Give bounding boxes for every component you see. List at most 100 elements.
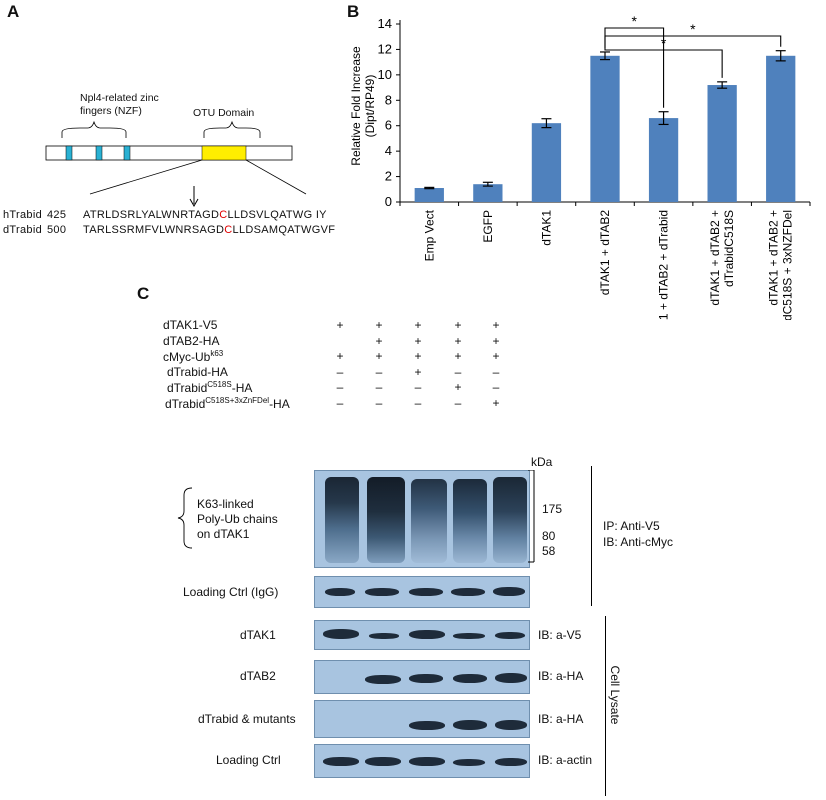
treatment-sign: + <box>492 318 500 332</box>
treatment-sign: + <box>454 380 462 394</box>
treatment-sign: – <box>414 396 422 410</box>
significance-star: * <box>661 35 667 51</box>
y-tick-label: 4 <box>385 143 392 158</box>
igg-blot <box>314 576 530 608</box>
x-label-line: dTAK1 + dTAB2 + <box>767 210 781 306</box>
treatment-sign: – <box>336 396 344 410</box>
treatment-row: dTAK1-V5+++++ <box>163 318 543 334</box>
treatment-row: dTrabidC518S-HA–––+– <box>163 380 543 396</box>
band <box>495 673 527 683</box>
zoom-line-left <box>89 159 203 195</box>
protein-bar <box>45 145 293 161</box>
smear-lane-3 <box>411 479 447 563</box>
treatment-sign: – <box>375 365 383 379</box>
significance-bracket <box>604 47 723 78</box>
band <box>323 757 359 766</box>
dtab2-blot <box>314 660 530 694</box>
treatment-label: dTrabid-HA <box>167 365 228 379</box>
band <box>365 757 401 766</box>
treatment-suffix: -HA <box>231 381 253 395</box>
treatment-label: dTAB2-HA <box>163 334 219 348</box>
x-label: dTAK1 + dTAB2 +dTrabidC518S <box>708 210 736 306</box>
y-tick-label: 6 <box>385 118 392 133</box>
x-label-line: dTrabidC518S + 3xNZFDel <box>781 210 795 320</box>
ip-label: IP: Anti-V5 <box>603 519 660 533</box>
smear-lane-5 <box>493 477 527 563</box>
cell-lysate-label: Cell Lysate <box>608 665 622 725</box>
treatment-row: dTAB2-HA++++ <box>163 334 543 350</box>
nzf-brace <box>61 120 127 138</box>
x-label: EGFP <box>481 210 495 243</box>
kda-label: kDa <box>531 455 553 469</box>
treatment-name: cMyc-Ub <box>163 350 211 364</box>
domain-diagram <box>45 120 307 195</box>
ib-label: IB: Anti-cMyc <box>603 535 674 549</box>
smear-lane-2 <box>367 477 405 563</box>
panel-c-letter: C <box>137 284 150 303</box>
seq-pre: ATRLDSRLYALWNRTAGD <box>83 209 220 221</box>
treatment-sign: – <box>492 380 500 394</box>
x-label: dTAK1 + dTAB2 +dTrabidC518S + 3xNZFDel <box>767 210 795 320</box>
band <box>453 759 485 766</box>
treatment-sign: + <box>454 318 462 332</box>
nzf-domain-2 <box>95 145 103 161</box>
bar <box>707 85 737 202</box>
dtak1-blot <box>314 620 530 650</box>
actin-blot <box>314 744 530 778</box>
treatment-sign: – <box>454 396 462 410</box>
treatment-sign: + <box>336 349 344 363</box>
ip-divider <box>591 466 592 606</box>
treatment-sign: + <box>454 349 462 363</box>
treatment-sign: + <box>414 334 422 348</box>
x-label-line: dTAK1 + dTAB2 <box>598 210 612 296</box>
nzf-label: Npl4-related zinc fingers (NZF) <box>80 92 159 118</box>
treatment-row: dTrabid-HA––+–– <box>163 365 543 381</box>
band <box>453 674 487 683</box>
x-label-line: dTAK1 + dTAB2 + <box>708 210 722 306</box>
catalytic-arrow <box>189 186 199 208</box>
treatment-name: dTrabid <box>165 397 206 411</box>
band <box>495 632 525 639</box>
seq-name: hTrabid <box>3 209 42 221</box>
seq-pre: TARLSSRMFVLWNRSAGD <box>83 224 225 236</box>
band <box>323 629 359 639</box>
x-label: dTAK1 + dTAB2 + dTrabid <box>657 210 671 320</box>
otu-brace <box>203 120 261 138</box>
lysate-label-dtak1: dTAK1 <box>240 628 276 642</box>
dtrabid-blot <box>314 700 530 738</box>
treatment-sign: + <box>492 334 500 348</box>
treatment-sign: + <box>492 349 500 363</box>
ip-ib-label: IP: Anti-V5 IB: Anti-cMyc <box>603 518 673 550</box>
y-tick-label: 12 <box>378 41 392 56</box>
seq-start: 500 <box>47 224 67 236</box>
treatment-sup: C518S <box>207 380 232 389</box>
nzf-domain-1 <box>65 145 73 161</box>
smear-lane-1 <box>325 477 359 563</box>
y-axis-label-line2: (Dipt/RP49) <box>363 75 377 138</box>
treatment-sign: + <box>414 349 422 363</box>
treatment-name: dTAK1-V5 <box>163 318 218 332</box>
treatment-sup: C518S+3xZnFDel <box>205 396 270 405</box>
band <box>409 757 445 766</box>
treatment-label: cMyc-Ubk63 <box>163 349 223 364</box>
band <box>451 588 485 596</box>
treatment-sign: + <box>375 318 383 332</box>
treatment-name: dTrabid-HA <box>167 365 228 379</box>
treatment-label: dTAK1-V5 <box>163 318 217 332</box>
y-tick-label: 14 <box>378 16 392 31</box>
band <box>365 675 401 684</box>
lysate-ib-dtrabid: IB: a-HA <box>538 712 584 726</box>
ip-blot <box>314 470 530 568</box>
chart-bars <box>414 50 796 203</box>
y-axis-label-line1: Relative Fold Increase <box>349 46 363 166</box>
treatment-name: dTAB2-HA <box>163 334 220 348</box>
seq-post: LLDSAMQATWGVF <box>232 224 336 236</box>
band <box>369 633 399 639</box>
bar <box>590 55 620 203</box>
zoom-line-right <box>245 159 307 195</box>
x-label: dTAK1 + dTAB2 <box>598 210 612 296</box>
